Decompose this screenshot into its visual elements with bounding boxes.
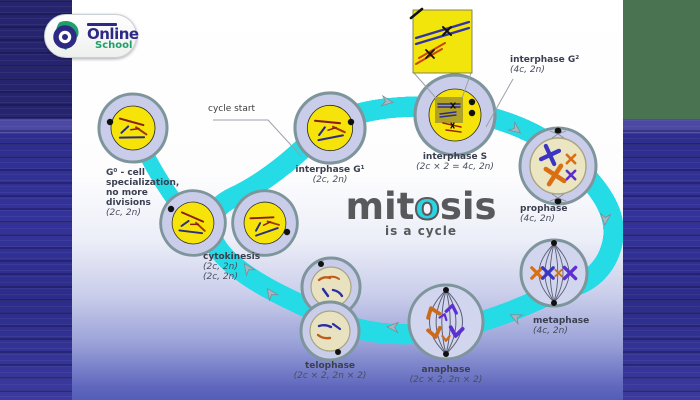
g2-connector [485,78,514,128]
cell-interphase-g1 [293,91,368,166]
mitosis-cycle-diagram [72,7,623,362]
cell-interphase-s [413,73,497,157]
title-o-accent: o [413,185,440,228]
centriole-dot [443,287,449,293]
logo-emblem-icon [53,20,79,50]
cell-telophase-top [300,256,362,318]
logo-text: Online School [87,22,139,51]
replicated-chromosomes [437,102,462,133]
phase-name: cytokinesis [203,252,261,262]
phase-name: prophase [520,204,568,214]
centriole-dot [554,197,562,205]
phase-name: G⁰ - cell specialization, no more divisi… [106,168,180,208]
centriole-dot [283,228,291,236]
label-interphase-s: interphase S (2c × 2 = 4c, 2n) [393,152,517,172]
inset-connector-left [413,72,437,99]
phase-value: (2c × 2, 2n × 2) [409,375,483,385]
label-interphase-g2: interphase G² (4c, 2n) [510,55,610,75]
title-subtitle: is a cycle [384,224,457,238]
phase-name: interphase S [422,152,488,162]
centriole-dot [468,109,476,117]
centriole-dot [318,261,324,267]
centriole-dot [167,205,175,213]
phase-value: (4c, 2n) [520,214,555,224]
cell-metaphase [519,238,589,308]
title-word: mitosis [345,185,497,228]
cell-prophase [518,126,598,206]
magnified-region [435,97,463,123]
cell-cytokinesis-right [227,185,304,262]
cell-cytokinesis-left [154,184,232,262]
logo-secondary-text: School [95,39,133,51]
chromosome-inset-box [409,7,473,74]
phase-value: (2c × 2, 2n × 2) [293,371,367,381]
cell-telophase-bottom [299,300,361,362]
label-telophase: telophase (2c × 2, 2n × 2) [268,361,392,381]
centriole-dot [551,300,557,306]
centriole-dot [347,118,355,126]
phase-value: (2c, 2n) [312,175,348,185]
phase-value: (2c, 2n) [203,262,238,272]
background-corner-green [623,0,700,119]
logo-tagline-mark [87,22,117,26]
cell-g0 [96,91,171,166]
cycle-start-label: cycle start [208,104,256,114]
phase-value: (2c, 2n) [106,208,141,218]
diagram-panel: cycle start G⁰ - cell specialization, no… [72,0,623,400]
label-interphase-g1: interphase G¹ (2c, 2n) [278,165,382,185]
diagram-title: mitosis is a cycle [331,185,511,239]
inset-connector-right [461,72,472,99]
phase-name: anaphase [421,365,471,375]
phase-value: (4c, 2n) [533,326,568,336]
label-metaphase: metaphase (4c, 2n) [533,316,623,336]
centriole-dot [551,240,557,246]
logo-primary-text: Online [87,24,139,43]
phase-value: (2c, 2n) [203,272,238,282]
phase-name: telophase [304,361,356,371]
phase-value: (2c × 2 = 4c, 2n) [416,162,494,172]
centriole-dot [468,98,476,106]
phase-value: (4c, 2n) [510,65,545,75]
online-school-logo: Online School [44,14,139,58]
centriole-dot [554,127,562,135]
phase-name: metaphase [533,316,590,326]
label-prophase: prophase (4c, 2n) [520,204,610,224]
phase-name: interphase G¹ [295,165,365,175]
phase-name: interphase G² [510,55,580,65]
connector-lines [213,72,514,157]
label-anaphase: anaphase (2c × 2, 2n × 2) [384,365,508,385]
centriole-dot [106,118,114,126]
centriole-dot [443,351,449,357]
centriole-dot [335,349,341,355]
label-cytokinesis: cytokinesis (2c, 2n) (2c, 2n) [203,252,293,282]
label-g0: G⁰ - cell specialization, no more divisi… [106,168,192,218]
cell-anaphase [407,283,485,361]
cycle-start-connector [213,119,302,157]
